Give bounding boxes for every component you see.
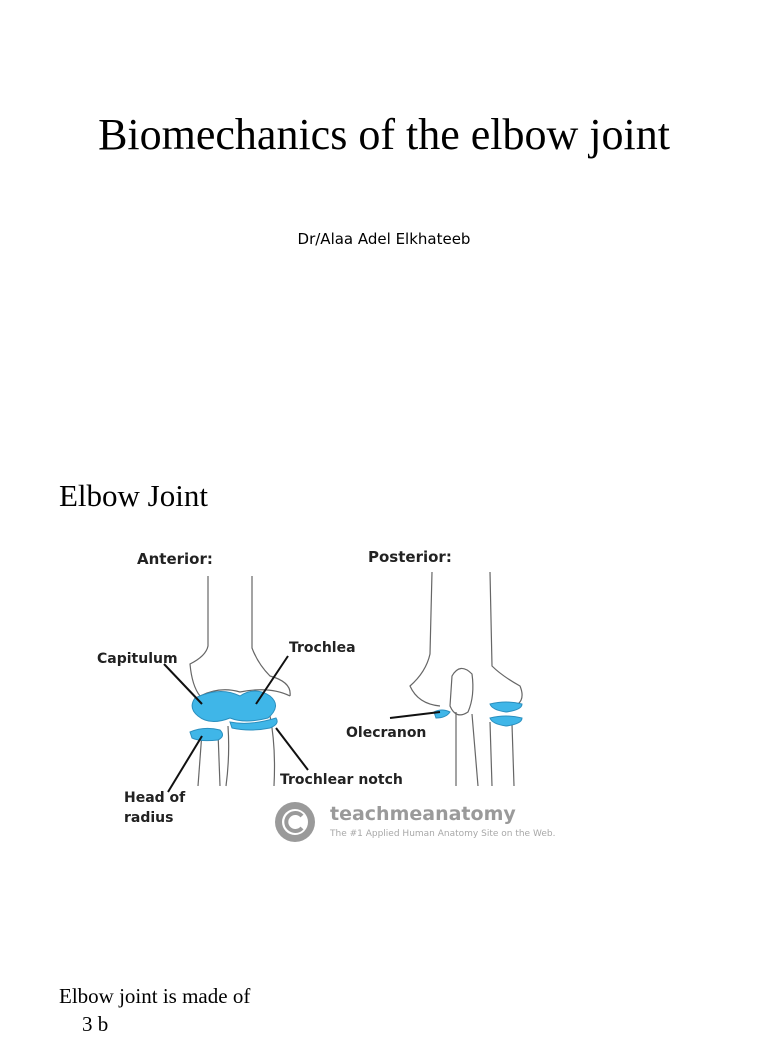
body-text-line1: Elbow joint is made of xyxy=(59,984,251,1008)
pointer-lines xyxy=(163,655,441,793)
watermark-brand: teachmeanatomy xyxy=(330,803,516,825)
author-name: Dr/Alaa Adel Elkhateeb xyxy=(297,230,471,248)
anterior-cartilage xyxy=(189,690,278,742)
elbow-diagram: Anterior: Posterior: xyxy=(97,548,555,842)
posterior-cartilage xyxy=(433,701,523,727)
elbow-joint-figure: Anterior: Posterior: xyxy=(80,536,600,846)
label-head-of-radius-line1: Head of xyxy=(124,790,186,806)
page-title: Biomechanics of the elbow joint xyxy=(98,110,670,159)
body-text-line2: 3 b xyxy=(82,1012,109,1036)
label-trochlear-notch: Trochlear notch xyxy=(280,772,403,788)
label-trochlea: Trochlea xyxy=(289,640,356,656)
label-capitulum: Capitulum xyxy=(97,651,178,667)
watermark-tagline: The #1 Applied Human Anatomy Site on the… xyxy=(329,829,555,839)
label-olecranon: Olecranon xyxy=(346,725,426,741)
anterior-bones xyxy=(189,576,291,787)
watermark: teachmeanatomy The #1 Applied Human Anat… xyxy=(275,802,555,842)
posterior-bones xyxy=(409,571,523,787)
label-head-of-radius-line2: radius xyxy=(124,810,173,826)
section-heading: Elbow Joint xyxy=(59,478,208,513)
posterior-heading: Posterior: xyxy=(368,548,452,566)
anterior-heading: Anterior: xyxy=(137,550,213,568)
